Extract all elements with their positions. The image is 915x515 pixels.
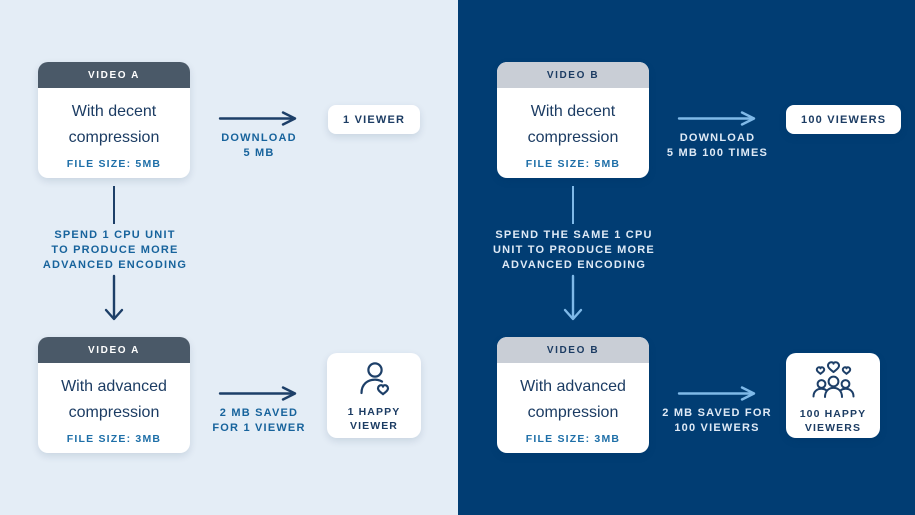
download-label: DOWNLOAD 5 MB: [221, 132, 297, 159]
download-label: DOWNLOAD 5 MB 100 TIMES: [666, 132, 769, 159]
panel-video-a: VIDEO A With decent compression FILE SIZ…: [0, 0, 458, 515]
happy-viewers-label: 100 HAPPY VIEWERS: [799, 408, 867, 434]
cpu-step-label: SPEND 1 CPU UNIT TO PRODUCE MORE ADVANCE…: [42, 229, 188, 271]
video-a-decent-card-filesize: FILE SIZE: 5MB: [66, 158, 162, 170]
video-a-decent-card-header: VIDEO A: [38, 62, 190, 88]
video-b-advanced-card-title: With advanced compression: [520, 378, 626, 421]
happy-viewers-card: 100 HAPPY VIEWERS: [786, 353, 880, 438]
video-b-decent-card-title: With decent compression: [527, 103, 619, 146]
arrow-right-icon: [677, 385, 757, 402]
video-b-decent-card: VIDEO B With decent compression FILE SIZ…: [497, 62, 649, 178]
video-b-decent-card-filesize: FILE SIZE: 5MB: [525, 158, 621, 170]
viewer-count-badge: 100 VIEWERS: [786, 105, 902, 134]
video-a-decent-card-title: With decent compression: [68, 103, 160, 146]
happy-viewers-group-icon: [810, 360, 857, 405]
happy-viewer-icon: [354, 360, 394, 403]
connector-line: [113, 186, 115, 224]
arrow-right-icon: [218, 385, 298, 402]
video-b-decent-card-header: VIDEO B: [497, 62, 649, 88]
cpu-step-label: SPEND THE SAME 1 CPU UNIT TO PRODUCE MOR…: [493, 229, 655, 271]
connector-line: [572, 186, 574, 224]
video-a-decent-card: VIDEO A With decent compression FILE SIZ…: [38, 62, 190, 178]
arrow-right-icon: [677, 110, 757, 127]
saved-label: 2 MB SAVED FOR 1 VIEWER: [212, 407, 306, 434]
saved-label: 2 MB SAVED FOR 100 VIEWERS: [662, 407, 772, 434]
video-a-advanced-card-header: VIDEO A: [38, 337, 190, 363]
video-a-advanced-card-filesize: FILE SIZE: 3MB: [66, 433, 162, 445]
happy-viewer-label: 1 HAPPY VIEWER: [347, 406, 401, 432]
viewer-count-badge: 1 VIEWER: [328, 105, 421, 134]
video-b-advanced-card-filesize: FILE SIZE: 3MB: [525, 433, 621, 445]
arrow-down-icon: [562, 274, 584, 322]
video-a-advanced-card: VIDEO A With advanced compression FILE S…: [38, 337, 190, 453]
arrow-down-icon: [103, 274, 125, 322]
video-b-advanced-card: VIDEO B With advanced compression FILE S…: [497, 337, 649, 453]
panel-video-b: VIDEO B With decent compression FILE SIZ…: [457, 0, 915, 515]
video-b-advanced-card-header: VIDEO B: [497, 337, 649, 363]
video-a-advanced-card-title: With advanced compression: [61, 378, 167, 421]
happy-viewer-card: 1 HAPPY VIEWER: [327, 353, 421, 438]
arrow-right-icon: [218, 110, 298, 127]
